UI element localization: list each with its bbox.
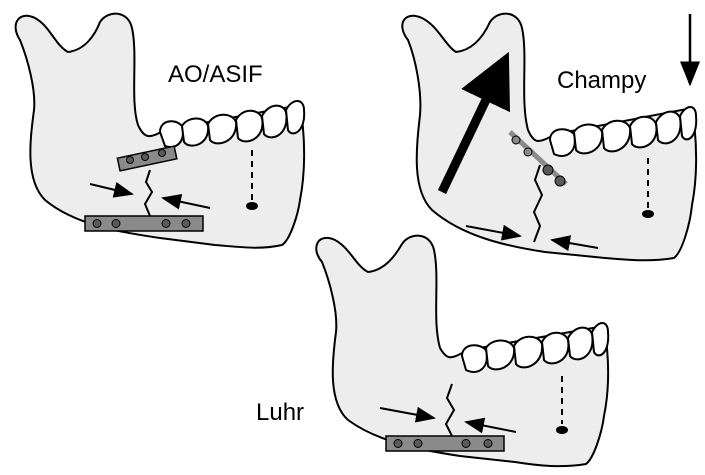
mental-foramen [556,426,568,434]
mental-foramen [642,210,654,218]
label-ao-asif: AO/ASIF [168,61,263,88]
compression-plate [386,436,504,451]
mental-foramen [246,202,258,210]
panel-luhr: Luhr [256,236,608,467]
label-luhr: Luhr [256,399,304,426]
panel-champy: Champy [402,14,696,261]
compression-plate [85,216,203,231]
label-champy: Champy [557,67,646,94]
panel-ao-asif: AO/ASIF [16,14,305,248]
